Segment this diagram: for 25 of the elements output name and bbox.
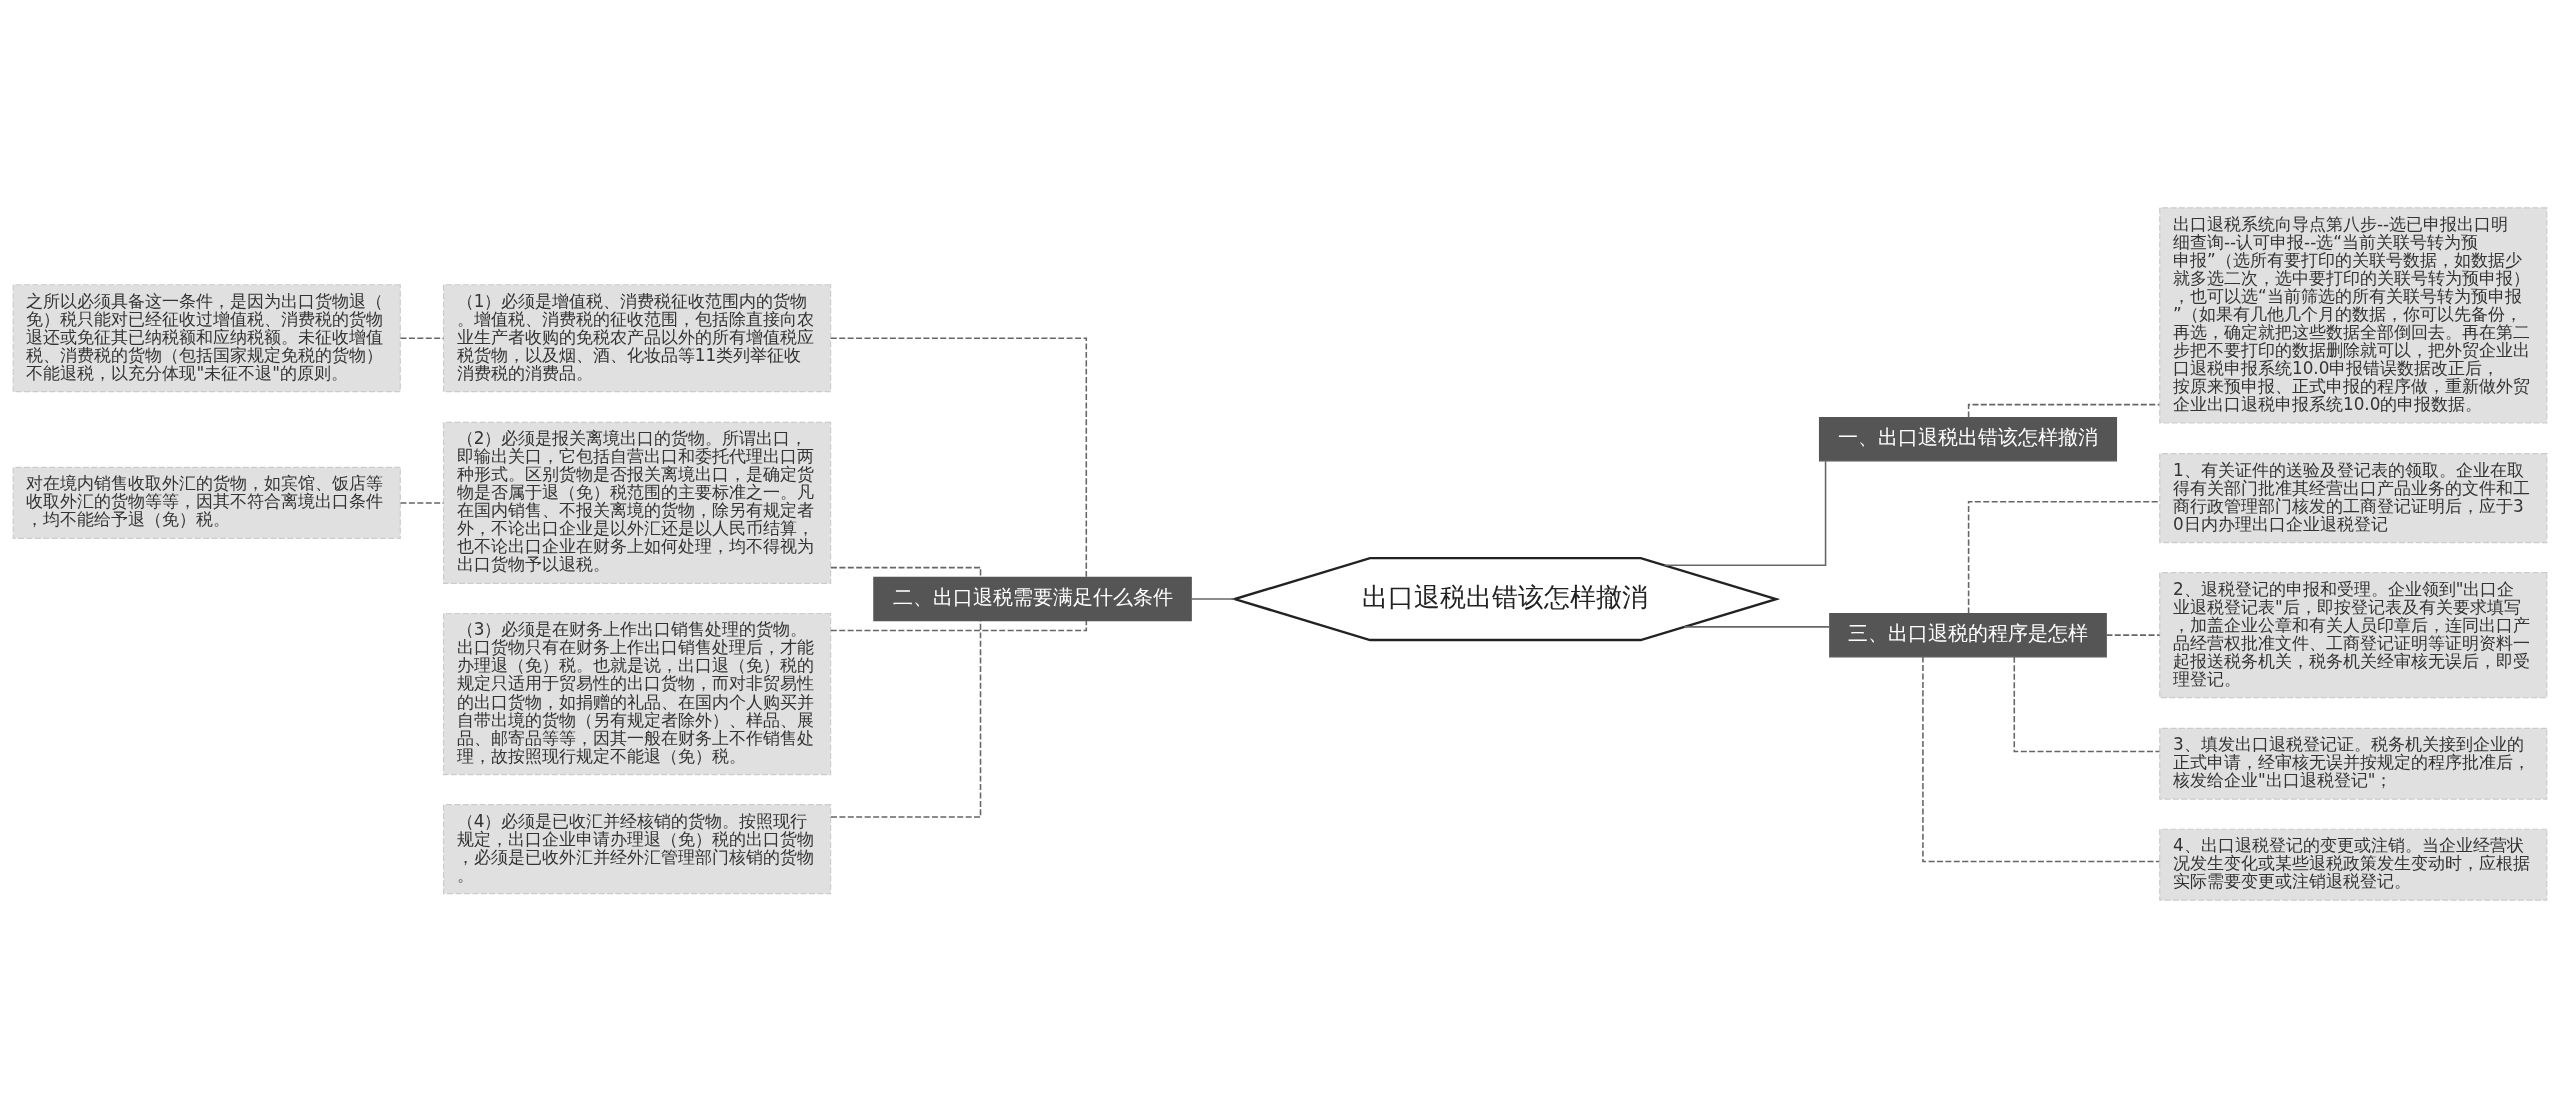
node-box: （3）必须是在财务上作出口销售处理的货物。出口货物只有在财务上作出口销售处理后，才能办理退（免）税。也就是说，出口退（免）税的规定只适用于贸易性的出口货物，而对非贸易性的出口货物，如捐赠的礼品、在国内个人购买并自带出境的货物（另有规定者除外）、样品、展品、邮寄品等等，因其一般在财务上不作销售处理，故按照现行规定不能退（免）税。 [442, 612, 832, 776]
connector [1922, 656, 2161, 863]
connector [2013, 656, 2161, 753]
node-box: 之所以必须具备这一条件，是因为出口货物退（免）税只能对已经征收过增值税、消费税的货物退还或免征其已纳税额和应纳税额。未征收增值税、消费税的货物（包括国家规定免税的货物）不能退税，以充分体现"未征不退"的原则。 [12, 284, 401, 393]
node-box: 4、出口退税登记的变更或注销。当企业经营状况发生变化或某些退税政策发生变动时，应根据实际需要变更或注销退税登记。 [2159, 828, 2548, 901]
connector [1190, 598, 1236, 600]
node-box: 对在境内销售收取外汇的货物，如宾馆、饭店等收取外汇的货物等等，因其不符合离境出口条件，均不能给予退（免）税。 [12, 466, 401, 539]
connector [1683, 626, 1831, 628]
connector [830, 620, 982, 818]
node-box: （2）必须是报关离境出口的货物。所谓出口，即输出关口，它包括自营出口和委托代理出口两种形式。区别货物是否报关离境出口，是确定货物是否属于退（免）税范围的主要标准之一。凡在国内销售、不报关离境的货物，除另有规定者外，不论出口企业是以外汇还是以人民币结算，也不论出口企业在财务上如何处理，均不得视为出口货物予以退税。 [442, 421, 832, 585]
connector [830, 620, 1088, 632]
node-box: （1）必须是增值税、消费税征收范围内的货物。增值税、消费税的征收范围，包括除直接向农业生产者收购的免税农产品以外的所有增值税应税货物，以及烟、酒、化妆品等11类列举征收消费税的消费品。 [442, 284, 832, 393]
node-box: 3、填发出口退税登记证。税务机关接到企业的正式申请，经审核无误并按规定的程序批准后，核发给企业"出口退税登记"； [2159, 727, 2548, 800]
connector [830, 337, 1088, 579]
node-box: 2、退税登记的申报和受理。企业领到"出口企业退税登记表"后，即按登记表及有关要求填写，加盖企业公章和有关人员印章后，连同出口产品经营权批准文件、工商登记证明等证明资料一起报送税务机关，税务机关经审核无误后，即受理登记。 [2159, 572, 2548, 699]
node-box: 出口退税系统向导点第八步--选已申报出口明细查询--认可申报--选“当前关联号转为预申报”（选所有要打印的关联号数据，如数据少就多选二次，选中要打印的关联号转为预申报），也可以选“当前筛选的所有关联号转为预申报”（如果有几他几个月的数据，你可以先备份，再选，确定就把这些数据全部倒回去。再在第二步把不要打印的数据删除就可以，把外贸企业出口退税申报系统10.0申报错误数据改正后，按原来预申报、正式申报的程序做，重新做外贸企业出口退税申报系统10.0的申报数据。 [2159, 207, 2548, 424]
connector [1663, 460, 1827, 566]
node-box: 二、出口退税需要满足什么条件 [873, 576, 1192, 622]
node-box: （4）必须是已收汇并经核销的货物。按照现行规定，出口企业申请办理退（免）税的出口货物，必须是已收外汇并经外汇管理部门核销的货物。 [442, 804, 832, 895]
node-box: 三、出口退税的程序是怎样 [1829, 612, 2107, 658]
connector [1967, 403, 2160, 419]
node-box: 一、出口退税出错该怎样撤消 [1818, 416, 2118, 462]
connector [1967, 500, 2160, 614]
connector [2105, 634, 2161, 636]
node-box: 1、有关证件的送验及登记表的领取。企业在取得有关部门批准其经营出口产品业务的文件和工商行政管理部门核发的工商登记证明后，应于30日内办理出口企业退税登记 [2159, 453, 2548, 544]
